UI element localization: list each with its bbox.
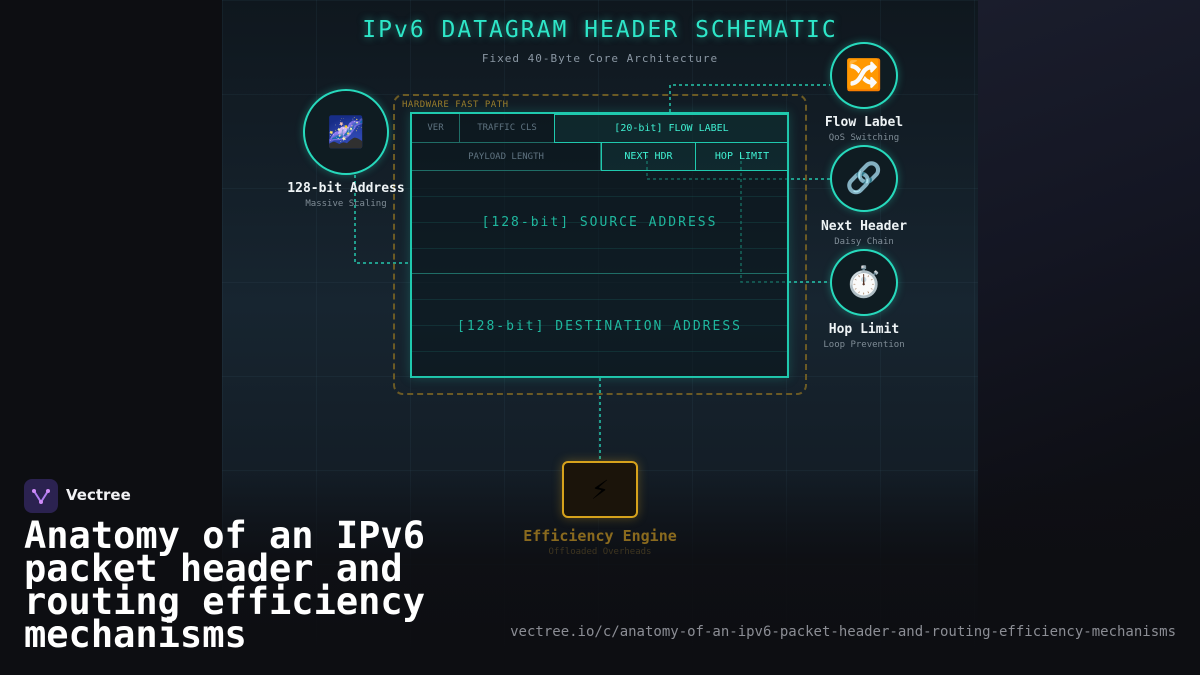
engine-node-subtitle: Offloaded Overheads — [548, 547, 652, 557]
field-next-header: NEXT HDR — [601, 142, 696, 171]
field-traffic-class: TRAFFIC CLS — [460, 114, 555, 143]
galaxy-icon: 🌌 — [303, 89, 389, 175]
diagram-title: IPv6 DATAGRAM HEADER SCHEMATIC — [362, 17, 838, 43]
field-source-address: [128-bit] SOURCE ADDRESS — [412, 171, 787, 274]
hardware-fast-path-zone — [393, 94, 807, 395]
hop-limit-node-title: Hop Limit — [828, 322, 900, 337]
engine-node-title: Efficiency Engine — [523, 527, 677, 545]
brand-name: Vectree — [66, 486, 131, 504]
source-url: vectree.io/c/anatomy-of-an-ipv6-packet-h… — [510, 624, 1176, 640]
field-destination-address: [128-bit] DESTINATION ADDRESS — [412, 274, 787, 378]
next-header-node-title: Next Header — [820, 219, 908, 234]
ipv6-header-box: VER TRAFFIC CLS [20-bit] FLOW LABEL PAYL… — [410, 112, 789, 378]
next-header-node-subtitle: Daisy Chain — [834, 237, 894, 247]
field-payload-length: PAYLOAD LENGTH — [412, 143, 601, 171]
address-node-title: 128-bit Address — [287, 181, 405, 196]
field-flow-label: [20-bit] FLOW LABEL — [554, 114, 789, 143]
field-hop-limit: HOP LIMIT — [695, 142, 789, 171]
page-headline: Anatomy of an IPv6 packet header and rou… — [24, 514, 425, 656]
diagram-subtitle: Fixed 40-Byte Core Architecture — [481, 52, 719, 65]
field-version: VER — [412, 114, 460, 143]
flow-node-title: Flow Label — [824, 115, 904, 130]
fast-path-label: HARDWARE FAST PATH — [402, 100, 509, 110]
lightning-icon: ⚡ — [562, 461, 638, 518]
shuffle-icon: 🔀 — [830, 42, 898, 109]
vectree-logo-icon — [24, 479, 58, 513]
flow-node-subtitle: QoS Switching — [828, 133, 900, 143]
flow-connector — [669, 84, 830, 112]
address-node-subtitle: Massive Scaling — [305, 199, 387, 209]
chain-link-icon: 🔗 — [830, 145, 898, 212]
hop-limit-node-subtitle: Loop Prevention — [823, 340, 905, 350]
stopwatch-icon: ⏱️ — [830, 249, 898, 316]
